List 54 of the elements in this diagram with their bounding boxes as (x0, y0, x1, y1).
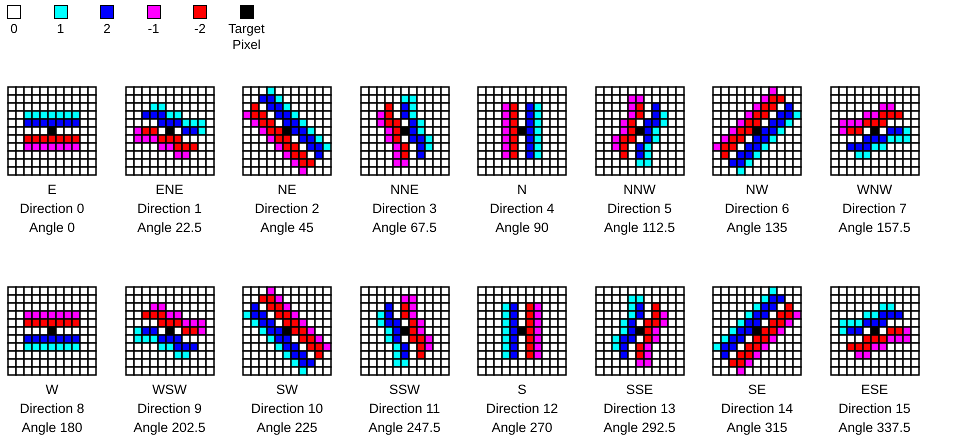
kernel-caption: Direction 1 (136, 200, 203, 218)
kernel-caption: Direction 0 (18, 200, 86, 218)
kernel-caption: W (44, 381, 60, 399)
kernel-caption: Angle 337.5 (837, 419, 912, 437)
kernel-caption: Direction 3 (371, 200, 438, 218)
kernel-caption: E (46, 181, 58, 199)
kernel-caption: Angle 225 (256, 419, 318, 437)
kernel-caption: Angle 202.5 (132, 419, 207, 437)
kernel-caption: Angle 247.5 (367, 419, 442, 437)
kernel-caption: Angle 315 (726, 419, 788, 437)
kernel-caption: Angle 180 (20, 419, 84, 437)
kernel-caption: Angle 270 (490, 419, 554, 437)
kernel-caption: NNW (622, 181, 657, 199)
kernel-caption: ESE (860, 381, 889, 399)
kernel-caption: Direction 8 (18, 400, 86, 418)
kernel-caption: Direction 13 (602, 400, 677, 418)
kernel-caption: Angle 0 (28, 219, 76, 237)
kernel-caption: Direction 11 (368, 400, 442, 418)
kernel-caption: Angle 135 (726, 219, 788, 237)
kernel-caption: SW (275, 381, 299, 399)
kernel-caption: Direction 2 (254, 200, 320, 218)
kernel-caption: SSW (388, 381, 421, 399)
kernel-caption: Direction 10 (250, 400, 324, 418)
kernel-caption: Angle 157.5 (837, 219, 912, 237)
kernel-caption: Angle 90 (494, 219, 550, 237)
kernel-caption: Direction 9 (136, 400, 203, 418)
kernel-caption: Angle 292.5 (602, 419, 677, 437)
kernel-caption: Angle 22.5 (136, 219, 203, 237)
legend-label: -1 (146, 21, 160, 37)
kernel-caption: SE (746, 381, 767, 399)
kernel-caption: Direction 15 (837, 400, 912, 418)
legend-label: Target Pixel (227, 21, 266, 53)
kernel-caption: NE (276, 181, 298, 199)
kernel-caption: Direction 14 (720, 400, 794, 418)
kernel-caption: Direction 5 (606, 200, 673, 218)
kernel-caption: WNW (856, 181, 894, 199)
legend-label: 2 (102, 21, 112, 37)
kernel-caption: Direction 7 (841, 200, 908, 218)
kernel-caption: WSW (151, 381, 188, 399)
kernel-caption: NW (744, 181, 770, 199)
kernel-caption: N (516, 181, 528, 199)
kernel-caption: Direction 4 (488, 200, 556, 218)
kernel-caption: Angle 112.5 (602, 219, 676, 237)
kernel-caption: S (516, 381, 528, 399)
legend-label: -2 (193, 21, 207, 37)
kernel-caption: Direction 6 (724, 200, 790, 218)
kernel-caption: Angle 67.5 (371, 219, 438, 237)
legend-label: 1 (56, 21, 66, 37)
kernel-caption: Direction 12 (484, 400, 560, 418)
kernel-caption: NNE (389, 181, 420, 199)
kernel-caption: ENE (154, 181, 184, 199)
legend-label: 0 (9, 21, 19, 37)
kernel-caption: SSE (624, 381, 654, 399)
kernel-caption: Angle 45 (259, 219, 315, 237)
